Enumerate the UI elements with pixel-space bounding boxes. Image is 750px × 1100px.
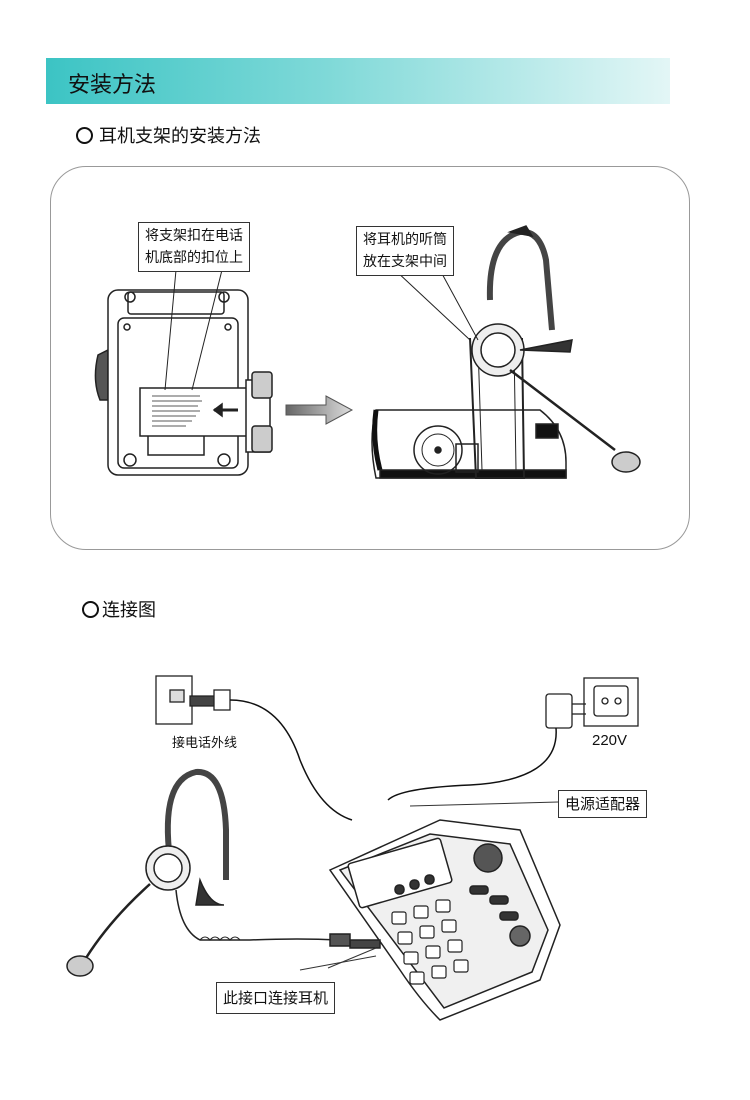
headset-port-label: 此接口连接耳机: [223, 989, 329, 1007]
voltage-label: 220V: [592, 732, 628, 749]
adapter-callout: 电源适配器: [558, 790, 648, 818]
circle-bullet-icon: [76, 126, 93, 144]
section-header-banner: 安装方法: [46, 58, 670, 104]
line-cord: [229, 699, 353, 821]
section1-title: 耳机支架的安装方法: [99, 126, 261, 147]
direction-arrow-icon: [285, 395, 354, 425]
connection-phone-illustration: [328, 819, 561, 1021]
power-cord: [387, 727, 557, 801]
callout-leaders: [299, 801, 559, 971]
section1-heading: 耳机支架的安装方法: [76, 122, 261, 148]
headset-illustration: [66, 769, 351, 977]
circle-bullet-icon: [82, 600, 99, 618]
outlet-illustration: [545, 677, 639, 729]
wall-jack-illustration: [155, 675, 231, 725]
line-label: 接电话外线: [172, 736, 238, 751]
callout-line: 放在支架中间: [363, 254, 447, 270]
callout-line: 将耳机的听筒: [363, 232, 447, 248]
section2-heading: 连接图: [82, 596, 156, 622]
bracket-callout: 将支架扣在电话 机底部的扣位上: [138, 222, 250, 272]
page-title: 安装方法: [68, 73, 157, 98]
phone-bottom-illustration: [94, 269, 273, 476]
headset-port-callout: 此接口连接耳机: [216, 982, 336, 1014]
callout-line: 机底部的扣位上: [145, 250, 243, 266]
callout-line: 将支架扣在电话: [145, 228, 243, 244]
headset-callout: 将耳机的听筒 放在支架中间: [356, 226, 454, 276]
adapter-label: 电源适配器: [565, 795, 641, 813]
phone-with-headset-stand-illustration: [371, 225, 641, 479]
section2-title: 连接图: [102, 600, 156, 621]
